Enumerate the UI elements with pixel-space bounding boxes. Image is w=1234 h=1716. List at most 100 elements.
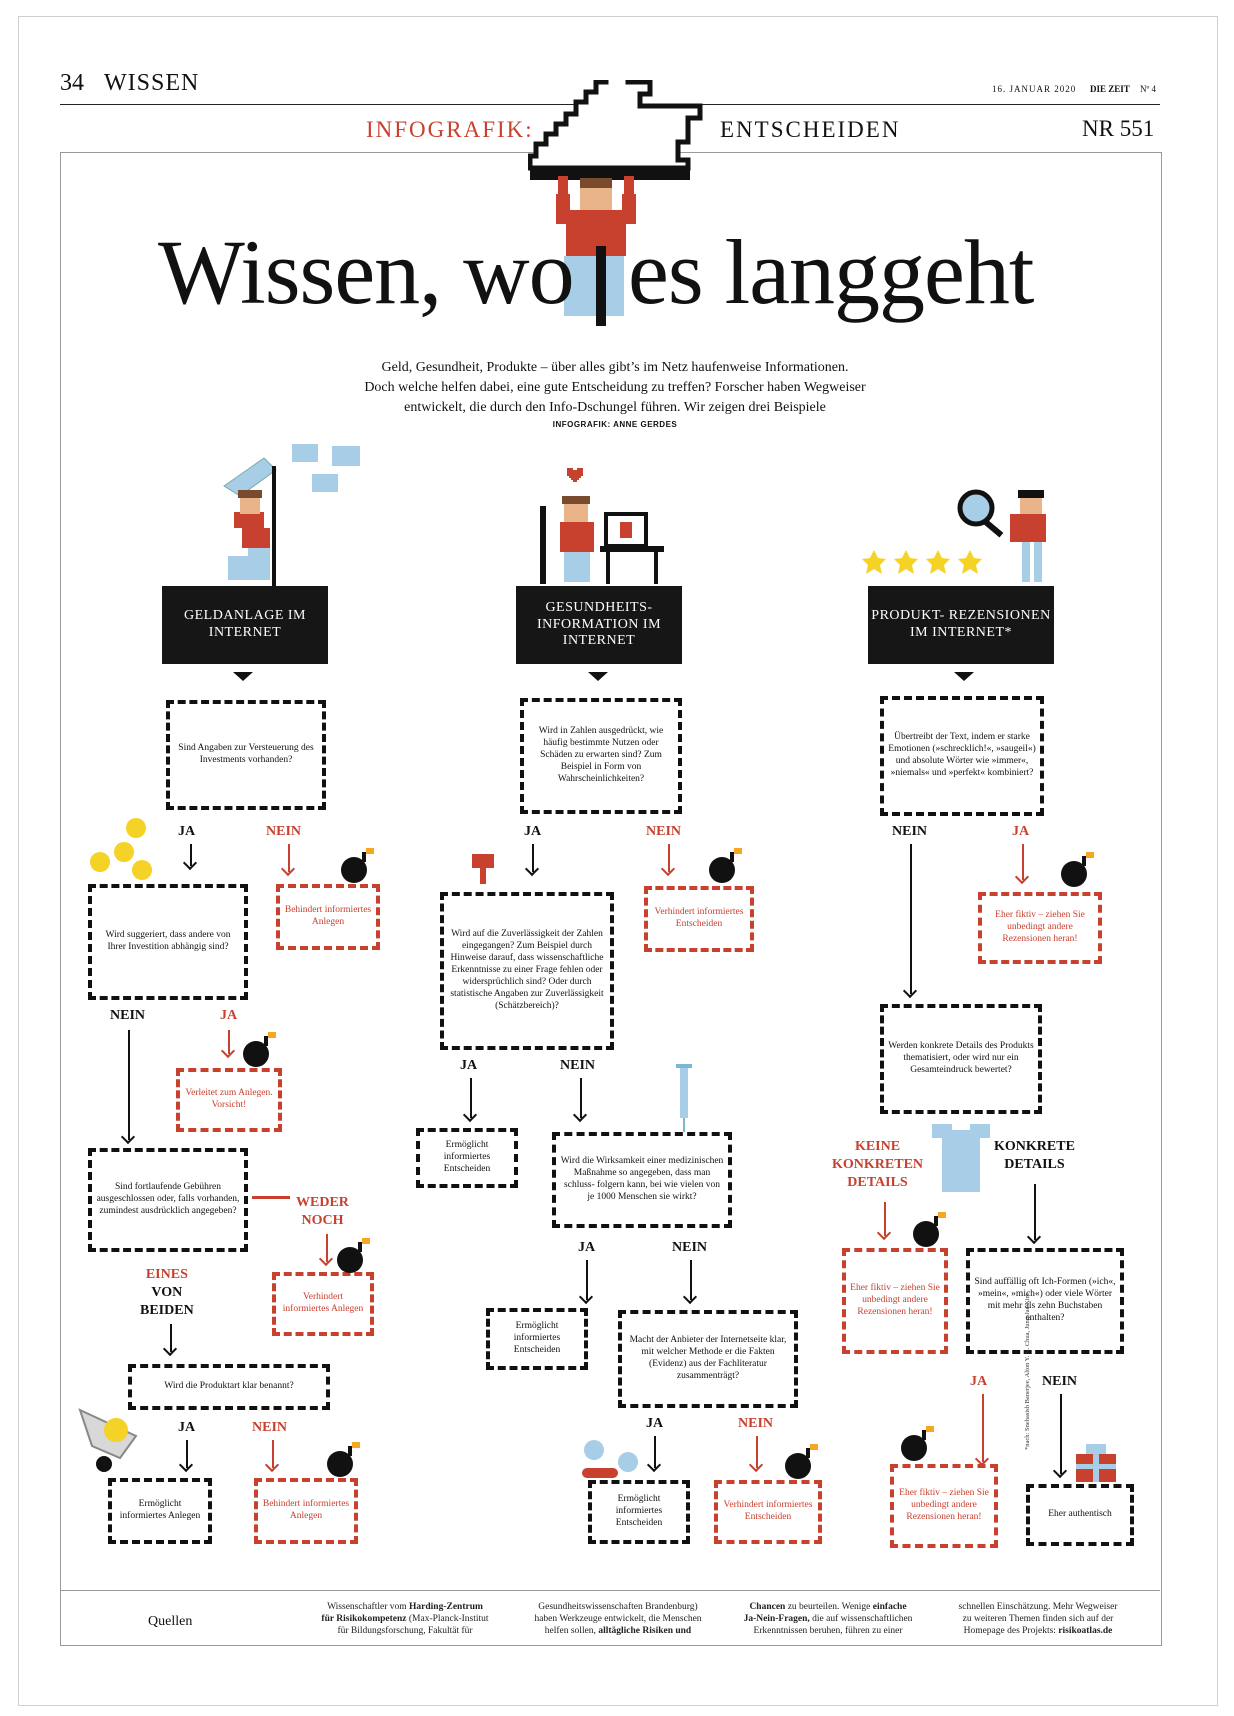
col3-result-1: Eher fiktiv – ziehen Sie unbedingt ander… [978,892,1102,964]
footer-s2-d: alltägliche Risiken und [598,1625,692,1636]
col2-q3-no-arrow [690,1260,692,1300]
butterfly-net-icon [223,457,277,586]
pills-icon [582,1440,638,1478]
footer-source-3: Chancen zu beurteilen. Wenige einfache J… [728,1602,928,1638]
col1-q3-neither-label: WEDER NOCH [296,1194,349,1230]
col3-result-2: Eher fiktiv – ziehen Sie unbedingt ander… [842,1248,948,1354]
col1-q3-neither-line [252,1196,290,1199]
pixel-hand-icon [528,80,703,180]
footer-s1-e: für Bildungsforschung, Fakultät für [337,1625,473,1636]
col1-result-1: Behindert informiertes Anlegen [276,884,380,950]
col1-q1-no-label: NEIN [266,824,302,839]
col2-question-1: Wird in Zahlen ausgedrückt, wie häufig b… [520,698,682,814]
col2-q4-yes-arrow [654,1436,656,1468]
col3-q3-no-arrow [1060,1394,1062,1474]
col1-q3-one-line1: EINES [145,1267,188,1282]
col1-question-2: Wird suggeriert, dass andere von Ihrer I… [88,884,248,1000]
col1-q4-yes-label: JA [178,1420,196,1435]
col3-q2-concrete-arrow [1034,1184,1036,1240]
col1-q1-yes-label: JA [178,824,196,839]
wheelbarrow-icon [78,1408,138,1472]
person-icon [556,176,636,326]
laptop-icon [540,496,664,584]
col1-q3-one-line3: BEIDEN [140,1303,194,1318]
source-side-note: *nach: Snehasish Banerjee, Alton Y. K. C… [1024,1293,1031,1450]
col2-q2-yes-arrow [470,1078,472,1118]
col3-q3-no-label: NEIN [1042,1374,1078,1389]
footer-s3-a: Chancen [749,1602,786,1612]
main-title-part1: Wissen, wo [158,221,575,323]
bomb-icon [327,1442,360,1477]
col3-q2-concrete-line2: DETAILS [1004,1157,1065,1172]
intro-line-1: Geld, Gesundheit, Produkte – über alles … [381,360,849,375]
col3-q3-yes-label: JA [970,1374,988,1389]
intro-line-3: entwickelt, die durch den Info-Dschungel… [404,400,826,415]
col2-q1-yes-label: JA [524,824,542,839]
col3-q1-no-arrow [910,844,912,994]
col1-q3-one-line2: VON [151,1285,183,1300]
col1-q2-yes-arrow [228,1030,230,1054]
col3-question-1: Übertreibt der Text, indem er starke Emo… [880,696,1044,816]
footer-s2-b: haben Werkzeuge entwickelt, die Menschen [534,1613,702,1624]
paper-name: DIE ZEIT [1090,84,1130,94]
col3-q1-yes-arrow [1022,844,1024,880]
col2-q1-no-arrow [668,844,670,872]
col1-question-3: Sind fortlaufende Gebühren ausgeschlosse… [88,1148,248,1252]
col3-q3-yes-arrow [982,1394,984,1462]
pin-icon [472,854,494,884]
butterflies-icon [292,444,360,492]
col2-q1-no-label: NEIN [646,824,682,839]
footer-s3-f: Erkenntnissen beruhen, führen zu einer [753,1625,903,1636]
col1-q4-yes-arrow [186,1440,188,1468]
footer-s3-b: zu beurteilen. Wenige [787,1602,871,1612]
magnifier-icon [957,489,1046,582]
main-title-part2: es langgeht [628,221,1034,323]
col3-result-3-yes: Eher fiktiv – ziehen Sie unbedingt ander… [890,1464,998,1548]
footer-s2-c: helfen sollen, [544,1625,596,1636]
col2-q2-no-arrow [580,1078,582,1118]
col3-q2-concrete-line1: KONKRETE [994,1139,1075,1154]
col2-q4-no-label: NEIN [738,1416,774,1431]
col3-question-2: Werden konkrete Details des Produkts the… [880,1004,1042,1114]
col3-question-3: Sind auffällig oft Ich-Formen (»ich«, »m… [966,1248,1124,1354]
coins-icon [90,818,152,880]
footer-s1-b: Harding-Zentrum [409,1602,483,1612]
col2-q4-yes-label: JA [646,1416,664,1431]
footer-source-2: Gesundheitswissenschaften Brandenburg) h… [518,1602,718,1638]
footer-s4-c: Homepage des Projekts: [963,1625,1056,1636]
nr-label: NR 551 [1082,116,1155,141]
footer-s1-d: (Max-Planck-Institut [408,1613,489,1624]
col2-result-2: Ermöglicht informiertes Entscheiden [416,1128,518,1188]
footer-rule [60,1590,1160,1591]
header-produktrezensionen: PRODUKT- REZENSIONEN IM INTERNET* [868,586,1054,664]
col2-q2-no-label: NEIN [560,1058,596,1073]
footer-s4-b: zu weiteren Themen finden sich auf der [962,1613,1114,1624]
col2-question-3: Wird die Wirksamkeit einer medizinischen… [552,1132,732,1228]
header-geldanlage: GELDANLAGE IM INTERNET [162,586,328,664]
page-number: 34 [60,70,84,96]
bomb-icon [243,1032,276,1067]
bomb-icon [337,1238,370,1273]
footer-s3-d: Ja-Nein-Fragen, [743,1613,810,1624]
col2-result-4-yes: Ermöglicht informiertes Entscheiden [588,1480,690,1544]
bomb-icon [913,1212,946,1247]
col3-q2-none-label: KEINE KONKRETEN DETAILS [832,1138,923,1192]
col1-q4-no-arrow [272,1440,274,1468]
col1-q3-one-label: EINES VON BEIDEN [140,1266,194,1320]
gift-icon [1076,1444,1116,1482]
col2-arrow-down [588,672,608,681]
topic-label: ENTSCHEIDEN [720,117,901,142]
footer-source-1: Wissenschaftler vom Harding-Zentrum für … [300,1602,510,1638]
col1-q1-yes-arrow [190,844,192,866]
col2-q1-yes-arrow [532,844,534,872]
bomb-icon [1061,852,1094,887]
col1-arrow-down [233,672,253,681]
col1-q1-no-arrow [288,844,290,872]
col3-arrow-down [954,672,974,681]
col1-question-4: Wird die Produktart klar benannt? [128,1364,330,1410]
col3-q2-concrete-label: KONKRETE DETAILS [994,1138,1075,1174]
col2-q3-no-label: NEIN [672,1240,708,1255]
col2-q4-no-arrow [756,1436,758,1468]
col1-q3-neither-arrow [326,1234,328,1262]
col2-result-1: Verhindert informiertes Entscheiden [644,886,754,952]
